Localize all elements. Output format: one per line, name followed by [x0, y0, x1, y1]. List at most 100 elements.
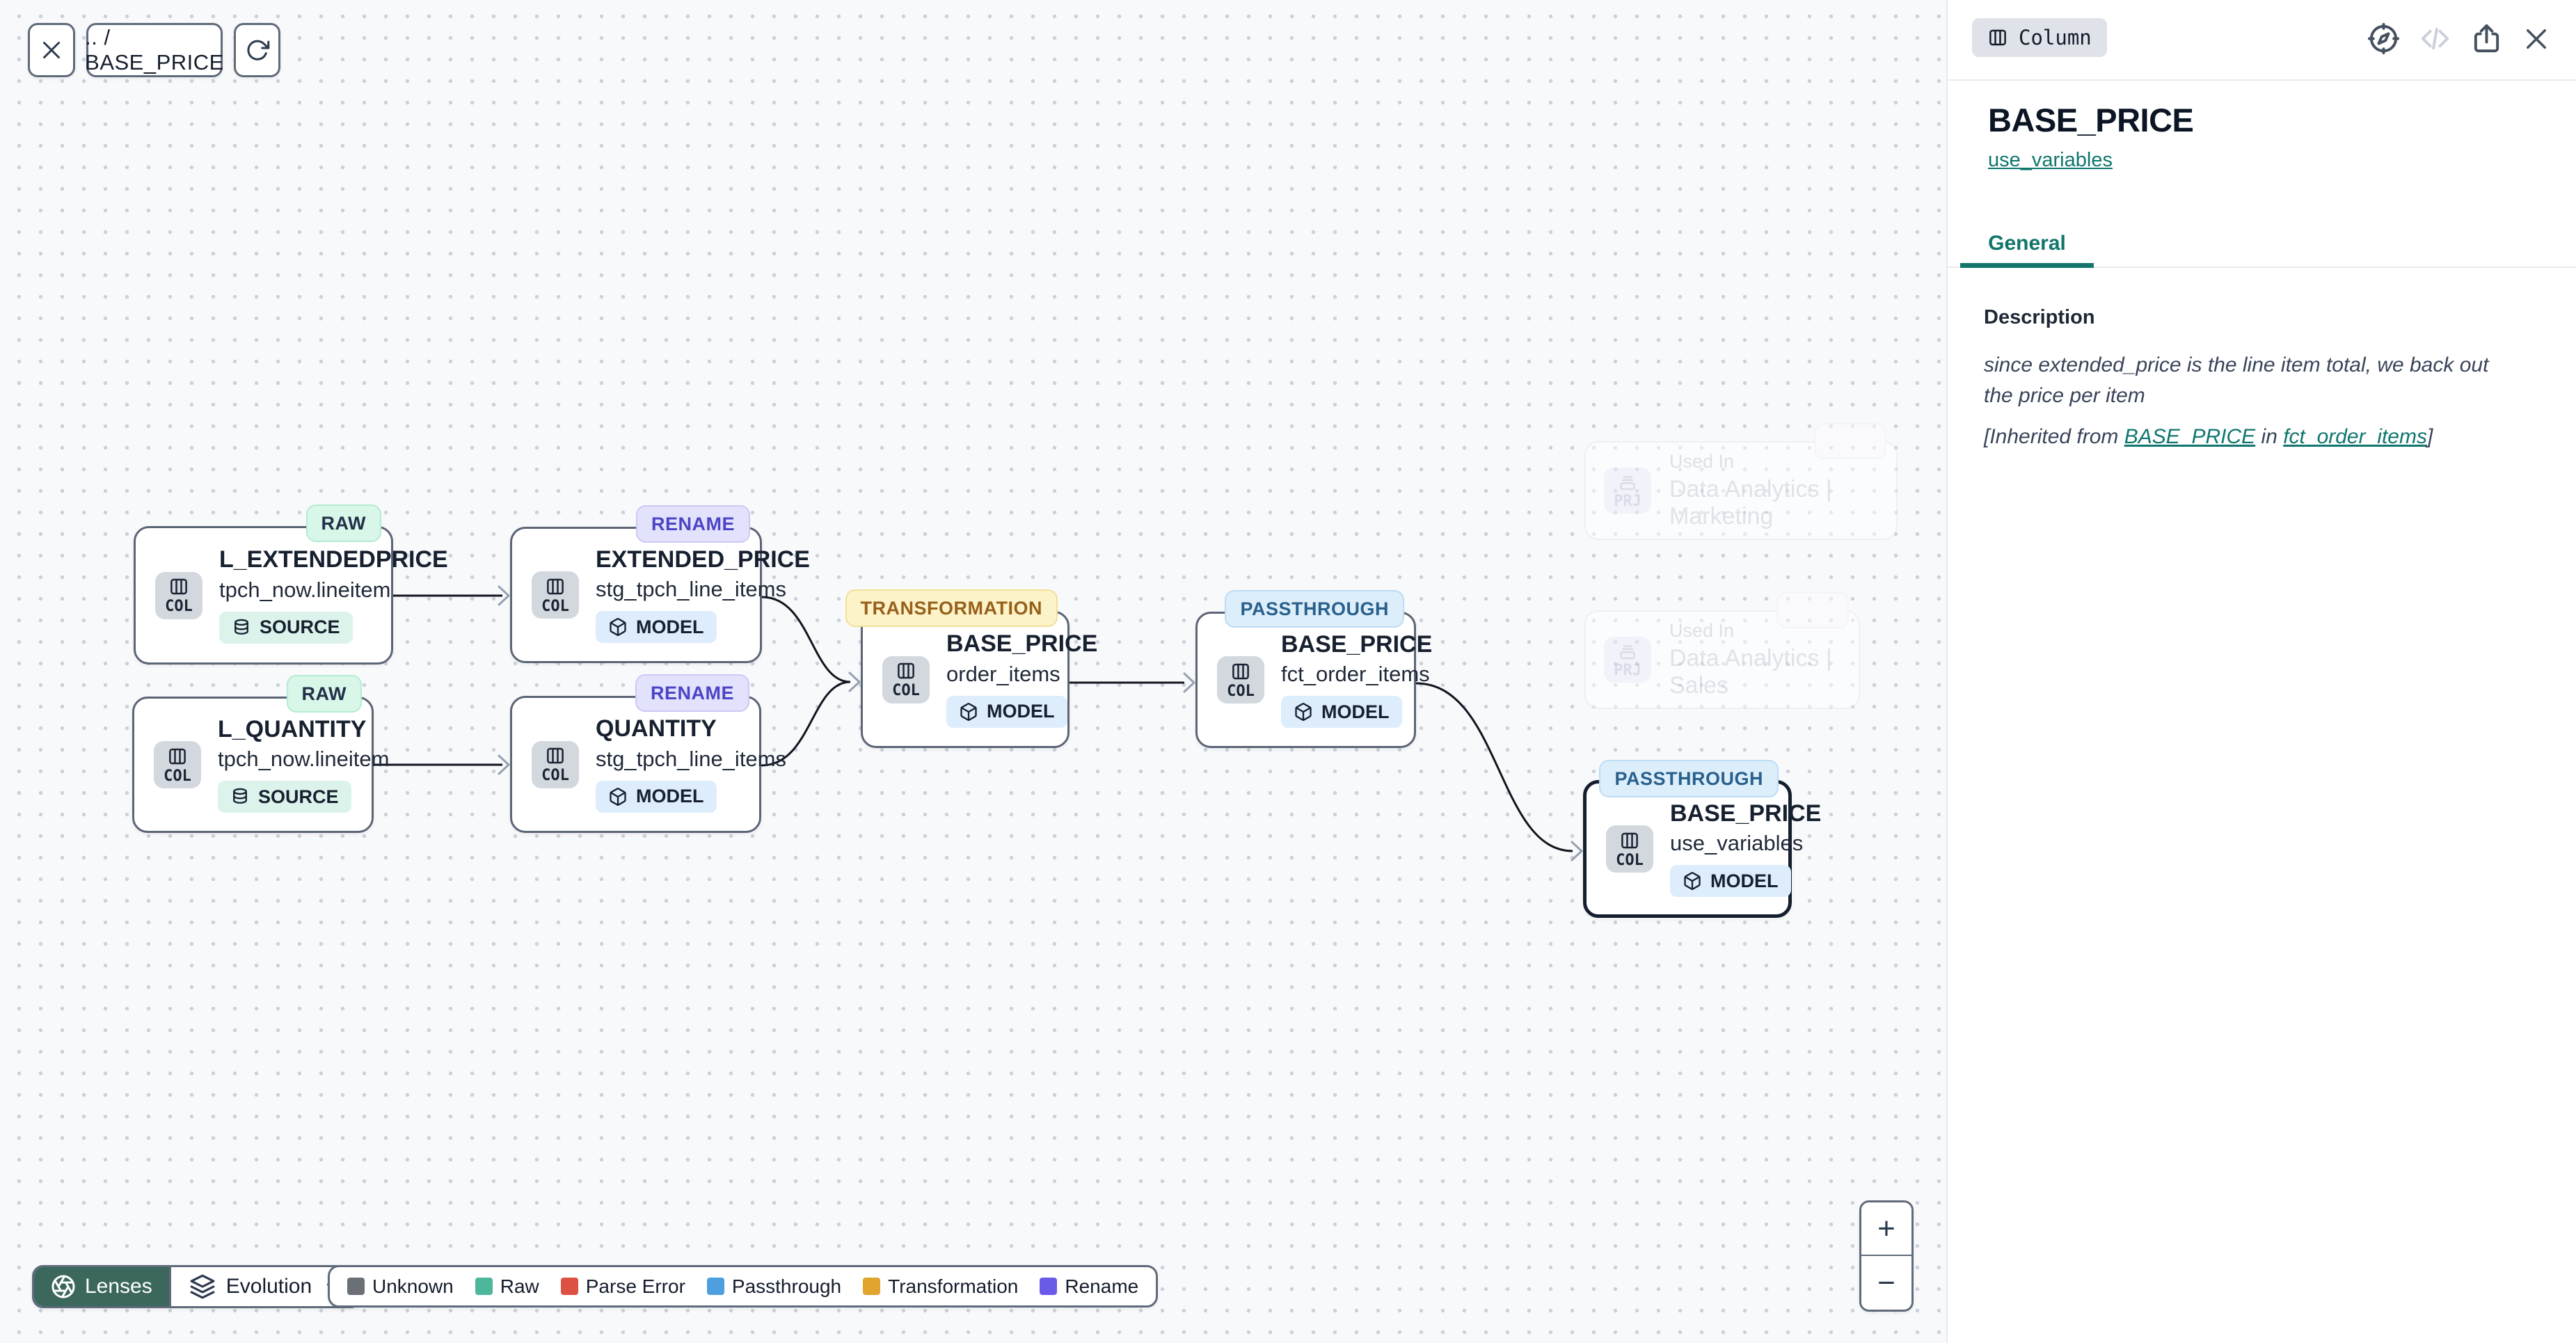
lineage-edges — [374, 585, 1583, 861]
legend-swatch — [560, 1278, 578, 1295]
chip-label: COL — [165, 598, 193, 615]
columns-icon — [1619, 830, 1640, 851]
chip-label: COL — [892, 682, 920, 699]
node-title: L_QUANTITY — [218, 715, 367, 742]
page-title: BASE_PRICE — [1988, 102, 2194, 138]
node-type-tag-model: MODEL — [596, 780, 717, 813]
model-link[interactable]: use_variables — [1988, 149, 2113, 171]
database-icon — [232, 618, 251, 637]
status-badge-raw: RAW — [305, 504, 381, 542]
status-badge-raw: RAW — [286, 675, 362, 713]
cube-icon — [608, 617, 628, 637]
columns-icon — [1230, 661, 1251, 682]
chip-label: COL — [1616, 851, 1644, 869]
used-in-label: Used In — [1669, 451, 1735, 472]
inherited-suffix: ] — [2426, 425, 2433, 448]
ghost-status-badge — [1814, 423, 1886, 459]
project-type-chip: PRJ — [1604, 468, 1651, 514]
lenses-label: Lenses — [85, 1275, 152, 1298]
columns-icon — [545, 745, 566, 766]
node-subtitle: fct_order_items — [1281, 662, 1430, 687]
node-title: EXTENDED_PRICE — [596, 546, 810, 573]
columns-icon — [167, 746, 188, 767]
lens-selected-value: Evolution — [225, 1275, 312, 1298]
chip-label: COL — [541, 767, 569, 784]
inherited-column-link[interactable]: BASE_PRICE — [2124, 425, 2256, 448]
column-type-chip: COL — [882, 655, 930, 704]
entity-type-label: Column — [2019, 26, 2092, 49]
refresh-button[interactable] — [234, 23, 280, 77]
node-quantity[interactable]: RENAME COL QUANTITY stg_tpch_line_items … — [510, 674, 786, 833]
chip-label: PRJ — [1614, 493, 1641, 510]
legend-swatch — [347, 1278, 365, 1295]
database-icon — [230, 787, 250, 806]
cube-icon — [1294, 702, 1313, 722]
status-badge-transformation: TRANSFORMATION — [845, 589, 1058, 627]
node-base-price-use-variables[interactable]: PASSTHROUGH COL BASE_PRICE use_variables… — [1583, 760, 1821, 918]
close-panel-icon[interactable] — [2522, 24, 2551, 54]
tab-general[interactable]: General — [1960, 224, 2094, 268]
status-badge-rename: RENAME — [635, 674, 749, 712]
aperture-icon — [51, 1274, 76, 1299]
node-type-label: MODEL — [987, 701, 1055, 722]
node-subtitle: order_items — [946, 661, 1060, 686]
close-graph-button[interactable] — [28, 23, 75, 77]
node-type-tag-model: MODEL — [946, 695, 1067, 728]
inherited-model-link[interactable]: fct_order_items — [2283, 425, 2427, 448]
legend-swatch — [475, 1278, 493, 1295]
node-type-label: MODEL — [1710, 870, 1779, 891]
node-l-quantity[interactable]: RAW COL L_QUANTITY tpch_now.lineitem SOU… — [132, 675, 389, 833]
breadcrumb[interactable]: .. / BASE_PRICE — [85, 23, 224, 77]
node-type-tag-source: SOURCE — [218, 781, 351, 813]
ghost-status-badge — [1776, 592, 1849, 628]
description-text: since extended_price is the line item to… — [1984, 353, 2489, 407]
cube-icon — [608, 787, 628, 806]
lenses-control: Lenses Evolution — [32, 1265, 363, 1308]
legend-item: Passthrough — [706, 1276, 841, 1298]
column-type-chip: COL — [1217, 656, 1264, 704]
node-title: BASE_PRICE — [946, 630, 1098, 658]
project-icon — [1617, 641, 1638, 662]
node-base-price-fct-order-items[interactable]: PASSTHROUGH COL BASE_PRICE fct_order_ite… — [1195, 590, 1432, 748]
legend-item: Rename — [1040, 1276, 1138, 1298]
node-type-label: MODEL — [636, 786, 704, 807]
zoom-out-button[interactable]: − — [1861, 1256, 1911, 1310]
node-base-price-order-items[interactable]: TRANSFORMATION COL BASE_PRICE order_item… — [845, 589, 1097, 748]
inherited-middle: in — [2255, 425, 2284, 448]
node-type-tag-model: MODEL — [1281, 696, 1402, 729]
cube-icon — [959, 702, 978, 722]
inherited-note: [Inherited from BASE_PRICE in fct_order_… — [1984, 425, 2540, 449]
node-extended-price[interactable]: RENAME COL EXTENDED_PRICE stg_tpch_line_… — [510, 505, 810, 663]
legend-swatch — [1040, 1278, 1058, 1295]
legend-label: Unknown — [372, 1275, 454, 1297]
status-badge-passthrough: PASSTHROUGH — [1225, 590, 1404, 628]
project-icon — [1617, 472, 1638, 493]
used-in-name: Data Analytics | Marketing — [1669, 476, 1832, 530]
refresh-icon — [245, 38, 270, 63]
share-icon[interactable] — [2470, 22, 2503, 55]
entity-type-badge: Column — [1972, 18, 2107, 57]
chip-label: COL — [1227, 682, 1255, 700]
details-panel: Column BASE_PRICE use_variables General … — [1946, 0, 2576, 1343]
node-subtitle: use_variables — [1670, 831, 1804, 856]
cube-icon — [1683, 871, 1702, 891]
close-icon — [39, 38, 64, 63]
column-type-chip: COL — [1606, 825, 1653, 873]
layers-icon — [189, 1273, 216, 1300]
columns-icon — [1987, 27, 2008, 48]
chip-label: COL — [541, 597, 569, 615]
compass-icon[interactable] — [2367, 22, 2400, 55]
project-type-chip: PRJ — [1604, 637, 1651, 683]
columns-icon — [896, 660, 916, 681]
used-in-name: Data Analytics | Sales — [1669, 645, 1832, 699]
zoom-in-button[interactable]: + — [1861, 1202, 1911, 1256]
chip-label: PRJ — [1614, 662, 1641, 679]
node-subtitle: stg_tpch_line_items — [596, 746, 786, 771]
node-l-extendedprice[interactable]: RAW COL L_EXTENDEDPRICE tpch_now.lineite… — [134, 504, 448, 665]
lenses-button[interactable]: Lenses — [34, 1267, 169, 1306]
breadcrumb-label: .. / BASE_PRICE — [85, 25, 224, 74]
legend: Unknown Raw Parse Error Passthrough Tran… — [328, 1265, 1159, 1308]
lineage-canvas[interactable]: PRJ Used In Data Analytics | Marketing P… — [0, 0, 1946, 1343]
legend-label: Parse Error — [585, 1275, 685, 1297]
legend-swatch — [863, 1278, 881, 1295]
